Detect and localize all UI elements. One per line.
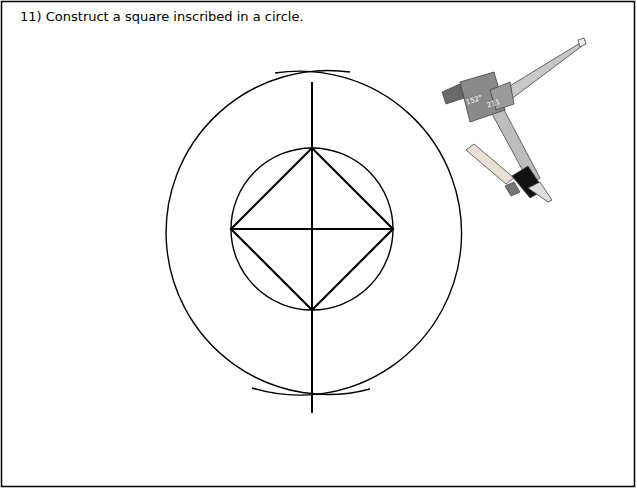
compass-illustration xyxy=(442,38,586,202)
inscribed-square xyxy=(231,148,393,310)
question-title: 11) Construct a square inscribed in a ci… xyxy=(20,9,304,24)
perpendicular-bisector xyxy=(311,82,313,413)
compass-arc xyxy=(166,71,370,395)
compass-arc xyxy=(252,71,462,395)
